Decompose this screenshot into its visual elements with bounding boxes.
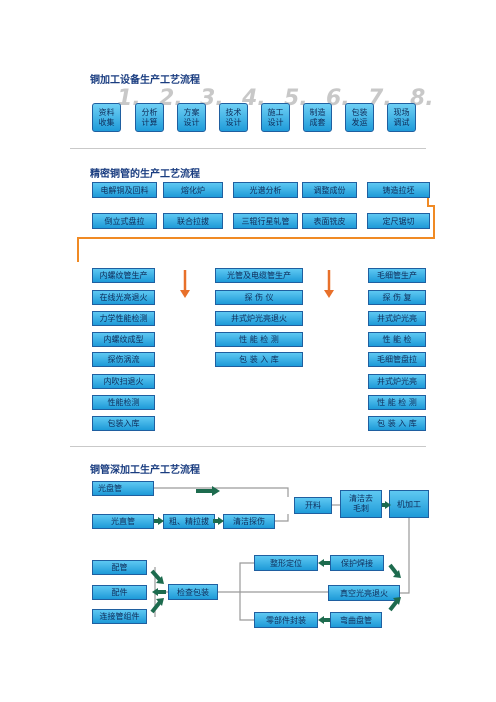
section3-title: 铜管深加工生产工艺流程: [90, 465, 200, 476]
flow-box-zhenkong: 真空光亮退火: [328, 585, 400, 601]
flow-box-wanqu: 弯曲盘管: [330, 612, 382, 628]
step-box-jishu: 技术设计: [219, 103, 248, 132]
down-arrow-icon: [324, 270, 334, 298]
left-arrow-icon: [152, 588, 166, 596]
flow-box: 性 能 检 测: [215, 332, 303, 347]
diagonal-arrow-icon: [388, 597, 401, 612]
left-arrow-icon: [318, 559, 330, 567]
flow-box: 内螺纹成型: [92, 332, 155, 347]
flow-box: 探 伤 仪: [215, 290, 303, 305]
diagonal-arrow-icon: [150, 598, 164, 614]
flow-box: 毛细管盘拉: [368, 352, 426, 367]
flow-box: 光谱分析: [233, 182, 298, 198]
flow-box: 调整成份: [302, 182, 357, 198]
section2-title: 精密铜管的生产工艺流程: [90, 169, 200, 180]
flow-box: 井式炉光亮退火: [215, 311, 303, 326]
flow-box: 井式炉光亮: [368, 311, 426, 326]
step-box-baozhuang: 包装发运: [345, 103, 374, 132]
flow-box-guangzhi: 光直管: [92, 514, 154, 529]
right-arrow-icon: [196, 486, 220, 496]
flow-box: 联合拉拔: [163, 213, 223, 229]
flow-box: 倒立式盘拉: [92, 213, 157, 229]
left-arrow-icon: [318, 616, 330, 624]
flow-box: 井式炉光亮: [368, 374, 426, 389]
flow-box-qingjie: 清洁探伤: [223, 514, 275, 529]
diagonal-arrow-icon: [150, 569, 164, 584]
flow-box-peijian: 配件: [92, 585, 147, 600]
flow-box: 性 能 检 测: [368, 395, 426, 410]
right-arrow-icon: [382, 501, 391, 509]
flow-box-peiguan: 配管: [92, 560, 147, 575]
flow-box-zhengxing: 整形定位: [254, 555, 318, 571]
flow-box: 三辊行星轧管: [233, 213, 298, 229]
diagonal-arrow-icon: [388, 563, 401, 578]
flow-box: 熔化炉: [163, 182, 223, 198]
separator: [70, 446, 426, 447]
flow-box-guangpan: 光盘管: [92, 481, 154, 496]
flow-box: 表面铣皮: [302, 213, 357, 229]
flow-box-lingbujian: 零部件封装: [254, 612, 318, 628]
right-arrow-icon: [213, 517, 224, 525]
flow-box-lianjie: 连接管组件: [92, 609, 147, 624]
flow-box: 电解铜及回料: [92, 182, 157, 198]
flow-box: 包 装 入 库: [215, 352, 303, 367]
flow-box: 毛细管生产: [368, 268, 426, 283]
separator: [70, 148, 426, 149]
flow-box-jiancha: 检查包装: [168, 584, 218, 600]
flow-box: 铸造拉坯: [367, 182, 430, 198]
right-arrow-icon: [154, 517, 164, 525]
step-number: 1.: [117, 86, 141, 111]
flow-box: 内螺纹管生产: [92, 268, 155, 283]
flow-box: 内吹扫退火: [92, 374, 155, 389]
step-box-fangan: 方案设计: [177, 103, 206, 132]
flow-box: 光管及电缆管生产: [215, 268, 303, 283]
step-box-fenxi: 分析计算: [135, 103, 164, 132]
step-box-xianchang: 现场调试: [387, 103, 416, 132]
loop-line: [77, 198, 435, 262]
flow-box: 性 能 检: [368, 332, 426, 347]
flow-box: 包装入库: [92, 416, 155, 431]
step-box-ziliao: 资料收集: [92, 103, 121, 132]
flow-box-cujing: 粗、精拉拔: [163, 514, 215, 529]
flow-box: 性能检测: [92, 395, 155, 410]
step-number: 2.: [159, 86, 183, 111]
down-arrow-icon: [180, 270, 190, 298]
flow-box-qingjieqv: 清洁去毛刺: [340, 490, 382, 518]
flow-box: 力学性能检测: [92, 311, 155, 326]
flow-box-baohu: 保护焊接: [330, 555, 384, 571]
step-box-shigong: 施工设计: [261, 103, 290, 132]
flow-box: 探 伤 复: [368, 290, 426, 305]
flow-box-kailiao: 开料: [294, 497, 332, 514]
section1-title: 铜加工设备生产工艺流程: [90, 75, 200, 86]
flow-box: 定尺锯切: [367, 213, 430, 229]
step-box-zhizao: 制造成套: [303, 103, 332, 132]
flow-box: 包 装 入 库: [368, 416, 426, 431]
flow-box: 在线光亮退火: [92, 290, 155, 305]
flow-box: 探伤涡流: [92, 352, 155, 367]
